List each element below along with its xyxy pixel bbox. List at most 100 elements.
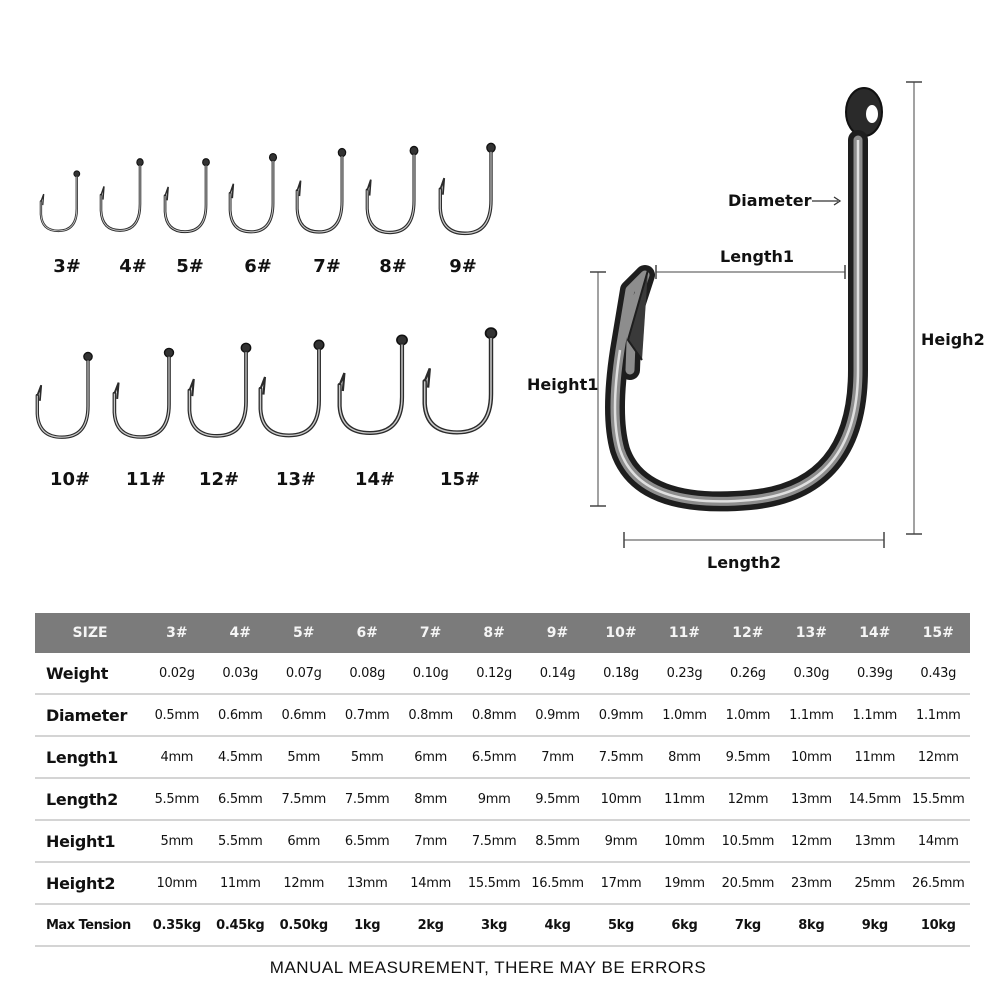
table-cell: 25mm [843,862,907,905]
table-cell: 0.8mm [398,694,463,737]
table-cell: 4mm [145,736,209,779]
table-cell: 6.5mm [335,820,399,863]
table-cell: 6.5mm [208,778,272,821]
table-cell: 2kg [398,904,463,947]
table-cell: 1.0mm [652,694,717,737]
hook-size-label: 8# [379,256,407,277]
table-cell: 11mm [652,778,717,821]
table-cell: 0.18g [589,653,653,695]
table-cell: 0.26g [716,653,780,695]
table-cell: 7kg [716,904,780,947]
hook-size-label: 4# [119,256,147,277]
column-header: 7# [398,613,463,653]
table-cell: 1.0mm [716,694,780,737]
row-header: Height2 [35,862,146,905]
table-cell: 13mm [335,862,399,905]
table-cell: 14.5mm [843,778,907,821]
diameter-label: Diameter [728,191,812,210]
column-header: 13# [779,613,844,653]
table-cell: 0.50kg [272,904,336,947]
hook-size-label: 5# [176,256,204,277]
table-cell: 0.08g [335,653,399,695]
table-cell: 12mm [716,778,780,821]
row-header: Length1 [35,736,146,779]
table-cell: 7.5mm [272,778,336,821]
hook-icon-14 [340,335,408,433]
hook-icon-8 [365,144,420,235]
table-cell: 7.5mm [462,820,526,863]
table-cell: 9kg [843,904,907,947]
table-cell: 10mm [652,820,717,863]
table-cell: 1kg [335,904,399,947]
table-cell: 6mm [272,820,336,863]
table-cell: 0.14g [525,653,590,695]
table-cell: 8.5mm [525,820,590,863]
table-cell: 15.5mm [906,778,970,821]
column-header: 5# [272,613,336,653]
table-cell: 14mm [398,862,463,905]
table-cell: 7.5mm [335,778,399,821]
hook-icon-6 [228,151,279,234]
hook-icon-4 [99,157,145,232]
column-header: 12# [716,613,780,653]
table-cell: 1.1mm [906,694,970,737]
table-cell: 0.12g [462,653,526,695]
table-cell: 12mm [906,736,970,779]
table-cell: 0.5mm [145,694,209,737]
hook-icon-7 [295,146,348,234]
table-cell: 20.5mm [716,862,780,905]
hook-size-label: 12# [198,469,240,490]
table-cell: 0.35kg [145,904,209,947]
table-cell: 0.9mm [525,694,590,737]
hook-size-label: 9# [449,256,477,277]
hook-icon-11 [112,346,176,439]
table-cell: 0.7mm [335,694,399,737]
column-header: 6# [335,613,399,653]
table-cell: 5.5mm [145,778,209,821]
table-cell: 0.6mm [272,694,336,737]
table-cell: 5mm [145,820,209,863]
row-header: Max Tension [35,904,146,947]
row-header: Diameter [35,694,146,737]
table-cell: 10.5mm [716,820,780,863]
table-cell: 3kg [462,904,526,947]
table-cell: 0.07g [272,653,336,695]
table-cell: 13mm [779,778,844,821]
table-cell: 7.5mm [589,736,653,779]
column-header: 10# [589,613,653,653]
hook-size-label: 13# [275,469,317,490]
table-cell: 15.5mm [462,862,526,905]
table-cell: 6kg [652,904,717,947]
table-cell: 8mm [398,778,463,821]
row-header: Length2 [35,778,146,821]
table-cell: 19mm [652,862,717,905]
table-cell: 0.39g [843,653,907,695]
column-header: 15# [906,613,970,653]
table-cell: 11mm [208,862,272,905]
hook-icon-12 [187,341,253,438]
hook-size-label: 15# [439,469,481,490]
table-cell: 5.5mm [208,820,272,863]
table-cell: 12mm [779,820,844,863]
hook-icon-3 [39,169,81,233]
table-cell: 0.03g [208,653,272,695]
table-cell: 4kg [525,904,590,947]
table-cell: 5mm [272,736,336,779]
table-cell: 12mm [272,862,336,905]
table-cell: 23mm [779,862,844,905]
table-cell: 7mm [525,736,590,779]
column-header: 14# [843,613,907,653]
hook-dimension-diagram [590,81,922,548]
hook-size-label: 7# [313,256,341,277]
hook-icon-10 [35,350,94,439]
hook-size-label: 3# [53,256,81,277]
table-cell: 0.45kg [208,904,272,947]
table-cell: 1.1mm [843,694,907,737]
hook-icon-15 [425,328,497,432]
table-cell: 6.5mm [462,736,526,779]
